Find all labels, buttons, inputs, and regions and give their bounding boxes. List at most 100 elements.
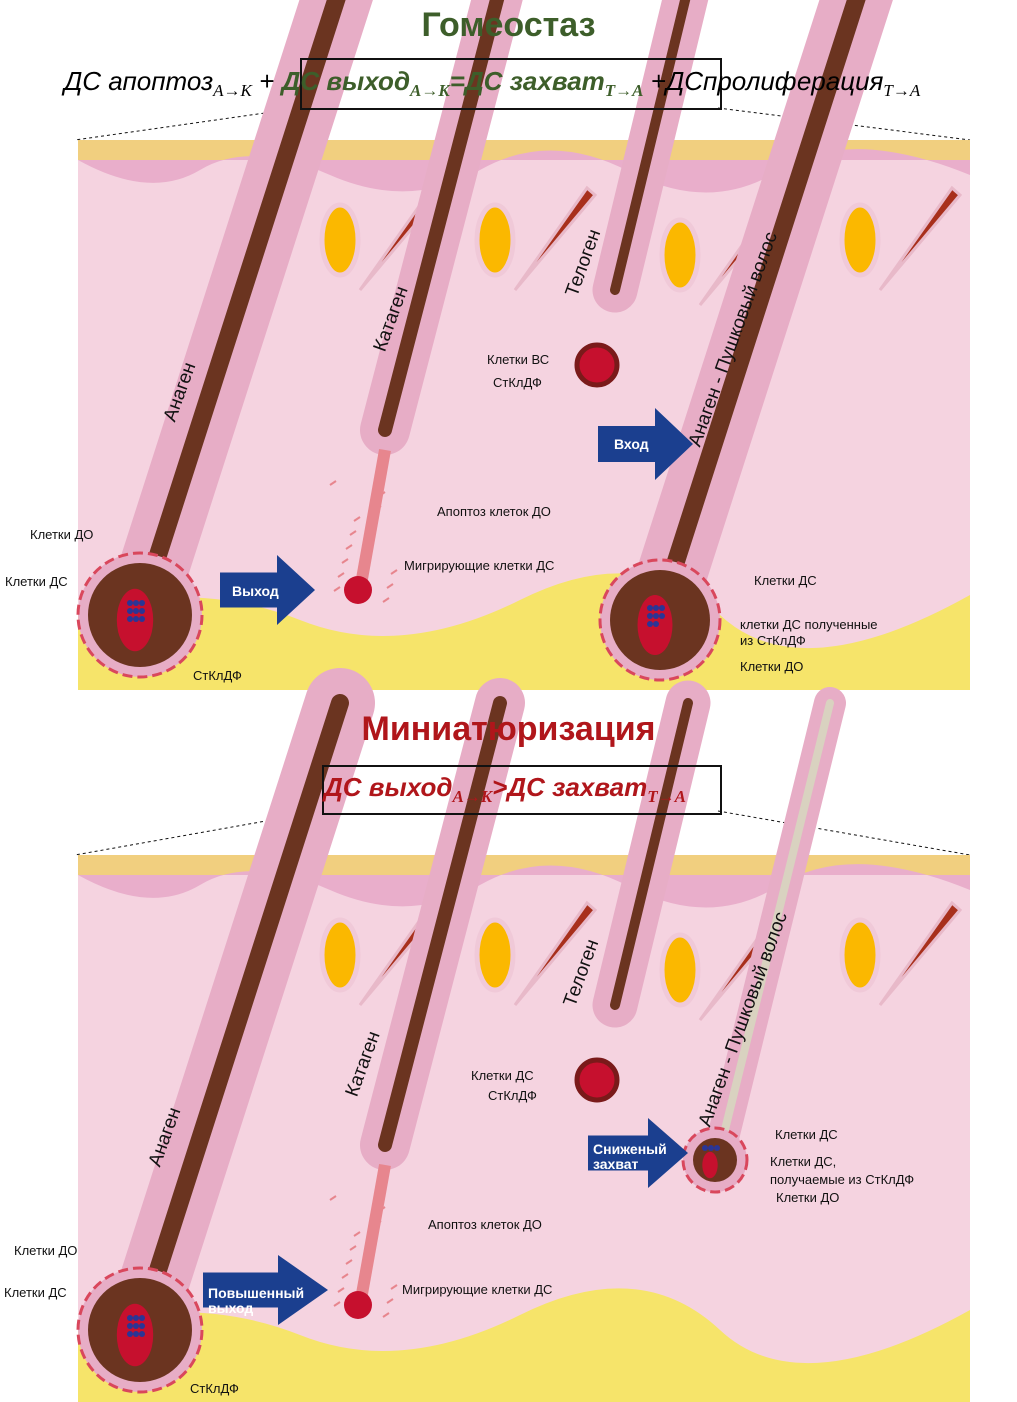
- apoptotic-cell: [370, 1234, 378, 1240]
- formula-sub: A→K: [452, 787, 493, 807]
- arrow-entry: [598, 408, 693, 480]
- apoptotic-cell: [390, 1284, 398, 1290]
- apoptotic-cell: [349, 530, 357, 536]
- catagen-hair-shaft: [378, 0, 505, 437]
- apoptotic-cell: [386, 1298, 394, 1304]
- catagen-epithelial-strand: [354, 1163, 391, 1307]
- formula-box: [322, 765, 722, 815]
- label: Клетки ДС: [4, 1285, 67, 1300]
- vellus-hair-shaft: [661, 0, 866, 589]
- label: СтКлДФ: [190, 1381, 239, 1396]
- arrow-exit: [203, 1255, 328, 1325]
- ds-cell: [653, 621, 659, 627]
- telogen-dermal-papilla: [574, 342, 620, 388]
- ds-cell: [647, 613, 653, 619]
- apoptotic-cell: [353, 516, 361, 522]
- apoptotic-cell: [378, 1206, 386, 1212]
- apoptotic-cell: [341, 1273, 349, 1279]
- apoptotic-cell: [386, 583, 394, 589]
- sebaceous-gland: [319, 202, 361, 278]
- apoptotic-cell: [345, 544, 353, 550]
- ds-cell: [702, 1145, 708, 1151]
- ds-cell: [127, 616, 133, 622]
- label: СтКлДФ: [193, 668, 242, 683]
- apoptotic-cell: [378, 491, 386, 497]
- ds-cell: [133, 616, 139, 622]
- sebaceous-gland: [474, 202, 516, 278]
- arrector-pili-muscle: [513, 185, 598, 291]
- apoptotic-cell: [329, 480, 337, 486]
- arrector-pili-muscle: [878, 900, 963, 1006]
- homeostasis-formula: ДС апоптозA→K + ДС выходA→K=ДС захватT→A…: [64, 66, 920, 101]
- apoptotic-cell: [349, 1245, 357, 1251]
- label: Клетки ВС: [487, 352, 550, 367]
- telogen-hair-shaft: [610, 698, 693, 1010]
- arrector-pili-muscle: [878, 185, 963, 291]
- apoptotic-cell: [366, 533, 374, 539]
- arrow-exit: [220, 555, 315, 625]
- ds-cell: [133, 600, 139, 606]
- apoptotic-cell: [382, 1312, 390, 1318]
- telogen-dermal-papilla: [574, 1057, 620, 1103]
- ds-cell: [647, 605, 653, 611]
- label: Клетки ДС: [5, 574, 68, 589]
- catagen-dermal-papilla: [344, 1291, 372, 1319]
- ds-cell: [653, 605, 659, 611]
- apoptotic-cell: [374, 1220, 382, 1226]
- apoptotic-cell: [341, 558, 349, 564]
- label: Клетки ДС,: [770, 1154, 837, 1169]
- formula-sub: A→K: [410, 81, 450, 101]
- apoptotic-cell: [345, 1259, 353, 1265]
- formula-term: +ДСпролиферация: [650, 66, 884, 96]
- ds-cell: [133, 1323, 139, 1329]
- sebaceous-gland: [319, 917, 361, 993]
- ds-cell: [659, 613, 665, 619]
- sebaceous-gland: [474, 917, 516, 993]
- apoptotic-cell: [366, 1248, 374, 1254]
- label: клетки ДС полученные: [740, 617, 878, 632]
- catagen-epithelial-strand: [354, 448, 391, 592]
- apoptotic-cell: [353, 1231, 361, 1237]
- label: Апоптоз клеток ДО: [428, 1217, 542, 1232]
- ds-cell: [133, 1315, 139, 1321]
- arrector-pili-muscle: [513, 900, 598, 1006]
- vellus-hair-shaft: [716, 699, 834, 1154]
- catagen-hair-shaft: [378, 696, 507, 1152]
- arrow-entry: [588, 1118, 688, 1188]
- ds-cell: [653, 613, 659, 619]
- miniaturization-formula: ДС выходA→K>ДС захватT→A: [324, 772, 686, 807]
- sebaceous-gland: [659, 217, 701, 293]
- formula-sub: T→A: [647, 787, 686, 807]
- formula-sub: T→A: [883, 81, 921, 101]
- label: Клетки ДО: [740, 659, 804, 674]
- anagen-hair-shaft: [141, 0, 346, 589]
- arrow-entry-label: Вход: [614, 436, 649, 452]
- label: СтКлДФ: [488, 1088, 537, 1103]
- ds-cell: [127, 600, 133, 606]
- apoptotic-cell: [337, 1287, 345, 1293]
- dermal-papilla: [702, 1151, 718, 1179]
- ds-cell: [647, 621, 653, 627]
- formula-box: [300, 58, 722, 110]
- sebaceous-gland: [659, 932, 701, 1008]
- homeostasis-title: Гомеостаз: [421, 6, 596, 44]
- formula-term: ДС выход: [324, 772, 453, 802]
- ds-cell: [139, 616, 145, 622]
- label: Клетки ДО: [14, 1243, 78, 1258]
- label: СтКлДФ: [493, 375, 542, 390]
- ds-cell: [139, 600, 145, 606]
- formula-sub: A→K: [213, 81, 252, 101]
- sebaceous-gland: [839, 202, 881, 278]
- formula-term: ДС выход: [281, 66, 411, 96]
- ds-cell: [127, 608, 133, 614]
- formula-term: ДС апоптоз: [64, 66, 214, 96]
- ds-cell: [139, 1323, 145, 1329]
- formula-term: >ДС захват: [492, 772, 648, 802]
- arrow-entry-label: Сниженый захват: [593, 1141, 667, 1172]
- apoptotic-cell: [333, 586, 341, 592]
- ds-cell: [139, 1315, 145, 1321]
- sebaceous-gland: [839, 917, 881, 993]
- label: Клетки ДС: [775, 1127, 838, 1142]
